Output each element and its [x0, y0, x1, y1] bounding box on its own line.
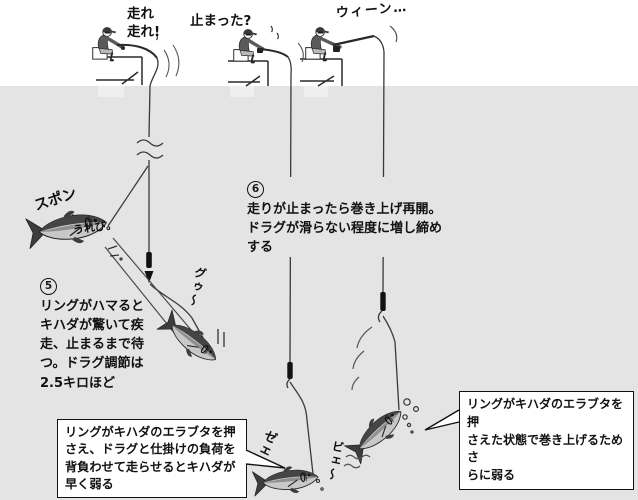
ring-direction-arrow — [144, 271, 154, 283]
speed-marks — [217, 329, 225, 347]
splash-marks — [107, 245, 123, 261]
angler-1-hand — [121, 46, 125, 50]
angler-1-speech: 走れ 走れ! — [127, 6, 161, 40]
pier-3 — [300, 58, 343, 87]
angler-2 — [232, 25, 289, 65]
fishing-line-2 — [286, 42, 314, 475]
line-bend-arc — [297, 42, 304, 63]
angler-1-arm — [105, 36, 124, 49]
fish-diving-middle — [155, 308, 225, 371]
leader-to-diving-fish — [149, 283, 213, 355]
step-6-number: 6 — [247, 180, 264, 198]
angler-3 — [304, 25, 398, 63]
callout-right-box: リングがキハダのエラブタを押 さえた状態で巻き上げるためさ らに弱る — [459, 391, 634, 490]
line-3-ring — [380, 292, 386, 311]
step-6-note: 6 走りが止まったら巻き上げ再開。 ドラグが滑らない程度に増し締め する — [247, 177, 449, 257]
line-2-ring — [287, 362, 293, 379]
bubbles-lifted-fish — [402, 398, 420, 434]
pier-2 — [228, 60, 269, 87]
pier-reflections — [98, 86, 328, 97]
line-break-mark — [136, 139, 164, 159]
fish-lifted-right — [342, 400, 411, 466]
angler-1 — [91, 26, 158, 63]
fishing-rod-2 — [258, 48, 289, 58]
step-5-text: リングがハマると キハダが驚いて疾 走、止まるまで待 つ。ドラグ調節は 2.5キ… — [40, 298, 145, 391]
fish-exhausted-bottom — [251, 462, 321, 498]
fishing-line-1 — [107, 57, 213, 355]
step-5-note: 5 リングがハマると キハダが驚いて疾 走、止まるまで待 つ。ドラグ調節は 2.… — [40, 274, 144, 393]
leader-to-exhausted-fish — [289, 381, 314, 475]
sweat-drops — [270, 25, 279, 40]
line-to-hooked-fish — [107, 165, 149, 227]
callout-left-box: リングがキハダのエラブタを押 さえ、ドラグと仕掛けの負荷を 背負わせて走らせると… — [57, 419, 247, 499]
wheeze-squiggles — [343, 454, 371, 469]
angler-2-speech: 止まった? — [190, 13, 252, 29]
step-6-text: 走りが止まったら巻き上げ再開。 ドラグが滑らない程度に増し締め する — [247, 201, 443, 256]
sliding-ring — [146, 252, 152, 268]
leader-to-lifted-fish — [382, 315, 400, 411]
fishing-line-3 — [373, 35, 400, 411]
step-5-number: 5 — [40, 277, 57, 295]
angler-2-arm — [246, 38, 265, 51]
fishing-rod-1 — [116, 43, 158, 59]
cast-motion-arcs — [163, 44, 180, 78]
angler-3-arm — [318, 36, 342, 49]
lift-motion-arcs — [351, 326, 373, 391]
bubbles-exhausted-fish — [315, 478, 324, 491]
swivel-hook-mark — [286, 378, 291, 389]
fishing-rod-3 — [332, 34, 375, 47]
swivel-hook-mark — [377, 310, 383, 323]
rod-tip-arc — [389, 25, 398, 43]
sweat-drop — [155, 33, 158, 41]
reel — [333, 46, 340, 52]
pier-1 — [96, 56, 143, 85]
